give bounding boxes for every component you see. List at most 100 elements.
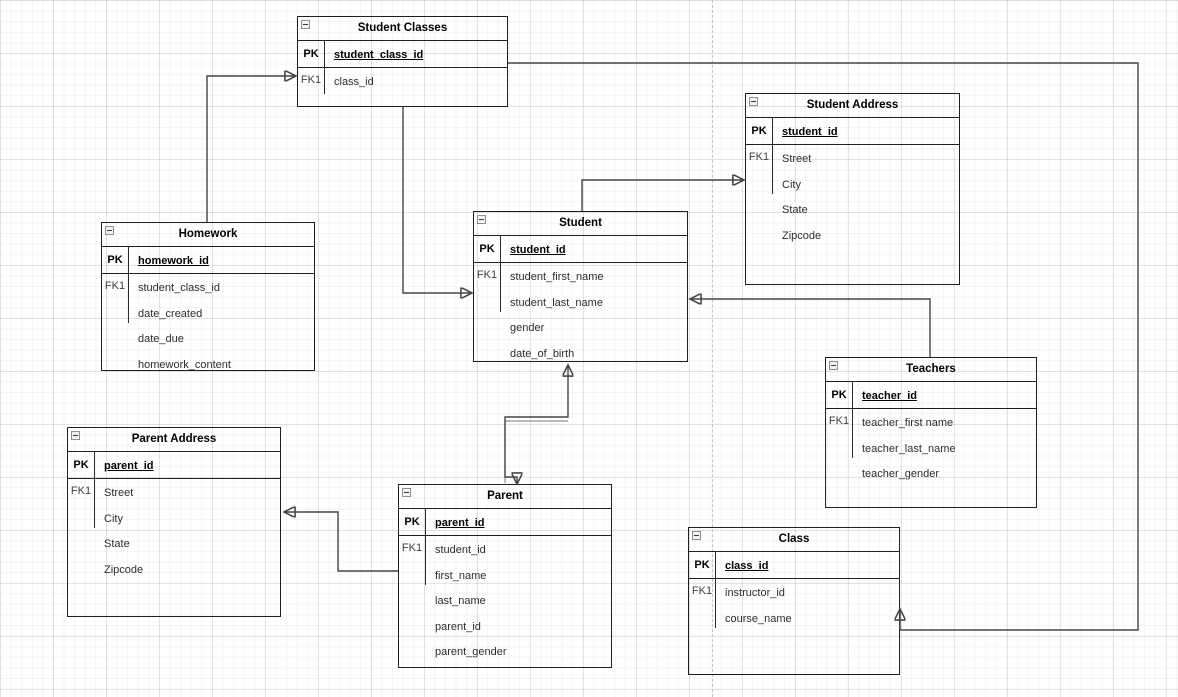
collapse-icon[interactable]: [749, 97, 758, 106]
table-body: FK1 student_id first_name last_name pare…: [399, 536, 611, 664]
field-row: first_name: [399, 562, 611, 588]
pk-field: teacher_id: [862, 390, 918, 402]
column-divider: [715, 551, 716, 628]
fk-label: FK1: [476, 269, 498, 281]
field-row: Zipcode: [746, 222, 959, 248]
pk-label: PK: [694, 559, 710, 571]
field-row: gender: [474, 314, 687, 340]
table-student[interactable]: Student PK student_id FK1 student_first_…: [473, 211, 688, 362]
field-name: course_name: [725, 612, 792, 625]
field-name: gender: [510, 322, 545, 334]
pk-label: PK: [73, 459, 89, 471]
pk-field: homework_id: [138, 255, 209, 267]
field-name: student_id: [435, 544, 486, 556]
table-body: FK1 student_first_name student_last_name…: [474, 263, 687, 365]
collapse-icon[interactable]: [105, 226, 114, 235]
table-title: Teachers: [906, 363, 956, 375]
connector-teachers-student[interactable]: [691, 299, 931, 357]
field-row: FK1 student_id: [399, 536, 611, 562]
field-row: FK1 student_class_id: [102, 274, 314, 300]
table-parent[interactable]: Parent PK parent_id FK1 student_id first…: [398, 484, 612, 668]
connector-studentclasses-student[interactable]: [402, 107, 471, 293]
pk-row: PK teacher_id: [826, 382, 1036, 409]
table-header: Student Classes: [298, 17, 507, 41]
field-row: date_due: [102, 325, 314, 351]
pk-row: PK class_id: [689, 552, 899, 579]
field-row: State: [746, 196, 959, 222]
table-teachers[interactable]: Teachers PK teacher_id FK1 teacher_first…: [825, 357, 1037, 508]
column-divider: [772, 117, 773, 194]
table-header: Parent: [399, 485, 611, 509]
field-row: homework_content: [102, 351, 314, 377]
pk-field: student_class_id: [334, 49, 424, 61]
pk-row: PK parent_id: [68, 452, 280, 479]
field-name: instructor_id: [725, 587, 785, 599]
field-row: State: [68, 530, 280, 556]
field-row: City: [746, 171, 959, 197]
collapse-icon[interactable]: [692, 531, 701, 540]
field-name: teacher_first name: [862, 417, 954, 429]
pk-label: PK: [404, 516, 420, 528]
field-name: Zipcode: [782, 229, 822, 242]
table-header: Student: [474, 212, 687, 236]
field-row: FK1 Street: [68, 479, 280, 505]
collapse-icon[interactable]: [829, 361, 838, 370]
field-row: FK1 student_first_name: [474, 263, 687, 289]
fk-label: FK1: [104, 280, 126, 292]
field-row: FK1 instructor_id: [689, 579, 899, 605]
table-title: Student Classes: [357, 22, 448, 34]
collapse-icon[interactable]: [402, 488, 411, 497]
field-row: last_name: [399, 587, 611, 613]
field-row: parent_id: [399, 613, 611, 639]
field-row: date_of_birth: [474, 340, 687, 366]
field-name: State: [782, 204, 808, 216]
table-parent-address[interactable]: Parent Address PK parent_id FK1 Street C…: [67, 427, 281, 617]
table-header: Parent Address: [68, 428, 280, 452]
connector-parent-student-shadow: [504, 420, 568, 483]
collapse-icon[interactable]: [71, 431, 80, 440]
column-divider: [128, 246, 129, 323]
connector-parent-parentaddress[interactable]: [285, 512, 398, 572]
field-name: City: [104, 512, 123, 525]
column-divider: [500, 235, 501, 312]
table-body: FK1 teacher_first name teacher_last_name…: [826, 409, 1036, 486]
field-row: teacher_last_name: [826, 435, 1036, 461]
column-divider: [324, 40, 325, 94]
column-divider: [94, 451, 95, 528]
table-student-address[interactable]: Student Address PK student_id FK1 Street…: [745, 93, 960, 285]
pk-row: PK student_class_id: [298, 41, 507, 68]
pk-label: PK: [831, 389, 847, 401]
field-name: Zipcode: [104, 563, 144, 576]
pk-row: PK homework_id: [102, 247, 314, 274]
field-name: date_of_birth: [510, 347, 575, 360]
field-name: Street: [104, 487, 134, 499]
field-name: class_id: [334, 76, 374, 88]
fk-label: FK1: [691, 585, 713, 597]
collapse-icon[interactable]: [301, 20, 310, 29]
table-class[interactable]: Class PK class_id FK1 instructor_id cour…: [688, 527, 900, 675]
field-name: parent_id: [435, 620, 481, 633]
field-name: date_created: [138, 307, 203, 320]
fk-label: FK1: [70, 485, 92, 497]
table-title: Parent: [487, 490, 523, 502]
connector-parent-student[interactable]: [504, 366, 568, 483]
field-name: student_last_name: [510, 296, 603, 309]
connector-student-studentaddress[interactable]: [581, 180, 743, 211]
collapse-icon[interactable]: [477, 215, 486, 224]
fk-label: FK1: [300, 74, 322, 86]
field-name: parent_gender: [435, 646, 507, 658]
pk-label: PK: [751, 125, 767, 137]
field-name: teacher_last_name: [862, 442, 956, 455]
table-homework[interactable]: Homework PK homework_id FK1 student_clas…: [101, 222, 315, 371]
pk-label: PK: [479, 243, 495, 255]
table-student-classes[interactable]: Student Classes PK student_class_id FK1 …: [297, 16, 508, 107]
column-divider: [425, 508, 426, 585]
field-row: FK1 teacher_first name: [826, 409, 1036, 435]
field-row: student_last_name: [474, 289, 687, 315]
field-row: course_name: [689, 605, 899, 631]
field-name: homework_content: [138, 358, 231, 371]
field-row: date_created: [102, 300, 314, 326]
connector-homework-studentclasses[interactable]: [206, 76, 295, 222]
field-name: City: [782, 178, 801, 191]
